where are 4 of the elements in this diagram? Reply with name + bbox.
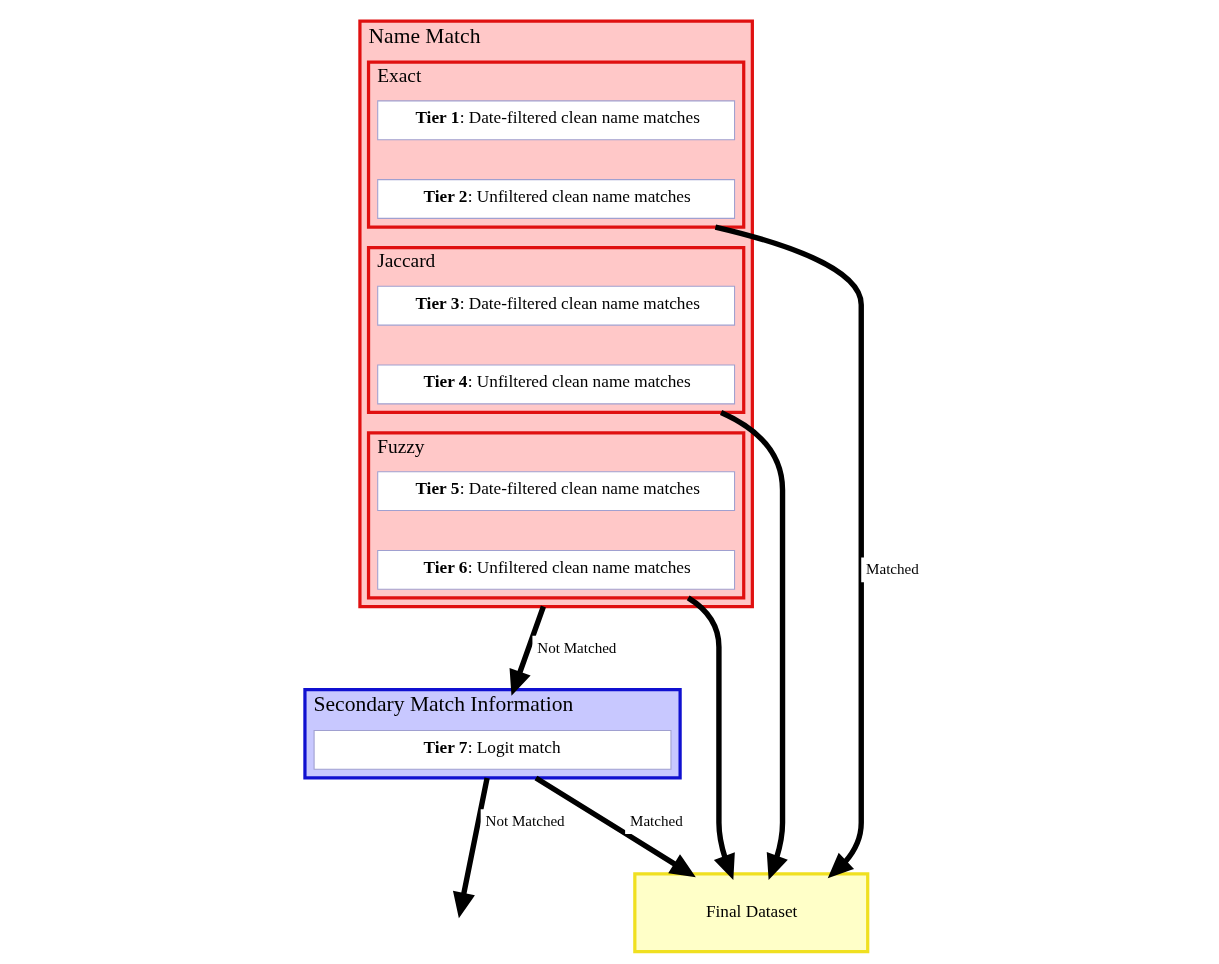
edge-label: Matched [866, 561, 919, 578]
edge-label: Not Matched [537, 639, 617, 656]
edge-label: Not Matched [485, 813, 565, 830]
edge-label: Matched [629, 813, 683, 830]
